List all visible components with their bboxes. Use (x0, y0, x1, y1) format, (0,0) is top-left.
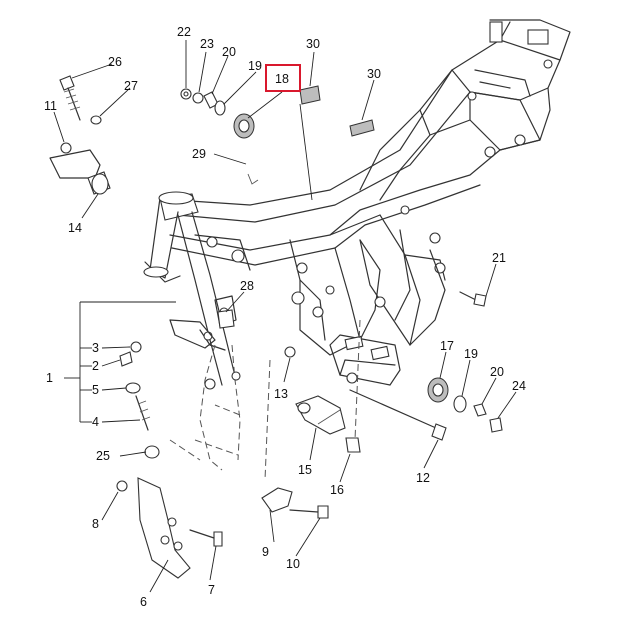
callout-20-top: 20 (222, 45, 236, 59)
parts-right (217, 291, 503, 453)
callout-22: 21 (492, 251, 506, 265)
callout-19-top: 19 (248, 59, 262, 73)
callout-28: 28 (240, 279, 254, 293)
callout-labels: 22 23 20 19 30 30 26 27 11 14 29 28 21 1… (44, 25, 526, 609)
callout-19-right: 19 (464, 347, 478, 361)
frame-assembly (143, 19, 571, 481)
callout-13: 13 (274, 387, 288, 401)
callout-8: 8 (92, 517, 99, 531)
parts-top (49, 75, 375, 195)
callout-5: 5 (92, 383, 99, 397)
callout-15: 15 (298, 463, 312, 477)
callout-30-top: 30 (306, 37, 320, 51)
callout-17: 17 (440, 339, 454, 353)
callout-25: 26 (108, 55, 122, 69)
callout-6: 6 (140, 595, 147, 609)
callout-4: 4 (92, 415, 99, 429)
callout-21: 24 (512, 379, 526, 393)
callout-20-right: 20 (490, 365, 504, 379)
highlight-box (265, 64, 301, 92)
callout-12: 12 (416, 471, 430, 485)
callout-10: 10 (286, 557, 300, 571)
callout-1: 1 (46, 371, 53, 385)
callout-26: 27 (124, 79, 138, 93)
callout-29: 29 (192, 147, 206, 161)
callout-24: 23 (200, 37, 214, 51)
callout-16: 16 (330, 483, 344, 497)
callout-3: 3 (92, 341, 99, 355)
callout-14: 14 (68, 221, 82, 235)
callout-27: 25 (96, 449, 110, 463)
parts-left (116, 341, 329, 579)
callout-9: 9 (262, 545, 269, 559)
callout-30-right: 30 (367, 67, 381, 81)
callout-18-highlighted: 18 (275, 72, 289, 86)
callout-2: 2 (92, 359, 99, 373)
leader-lines (53, 40, 517, 593)
callout-11: 11 (44, 99, 57, 113)
callout-23: 22 (177, 25, 191, 39)
callout-7: 7 (208, 583, 215, 597)
